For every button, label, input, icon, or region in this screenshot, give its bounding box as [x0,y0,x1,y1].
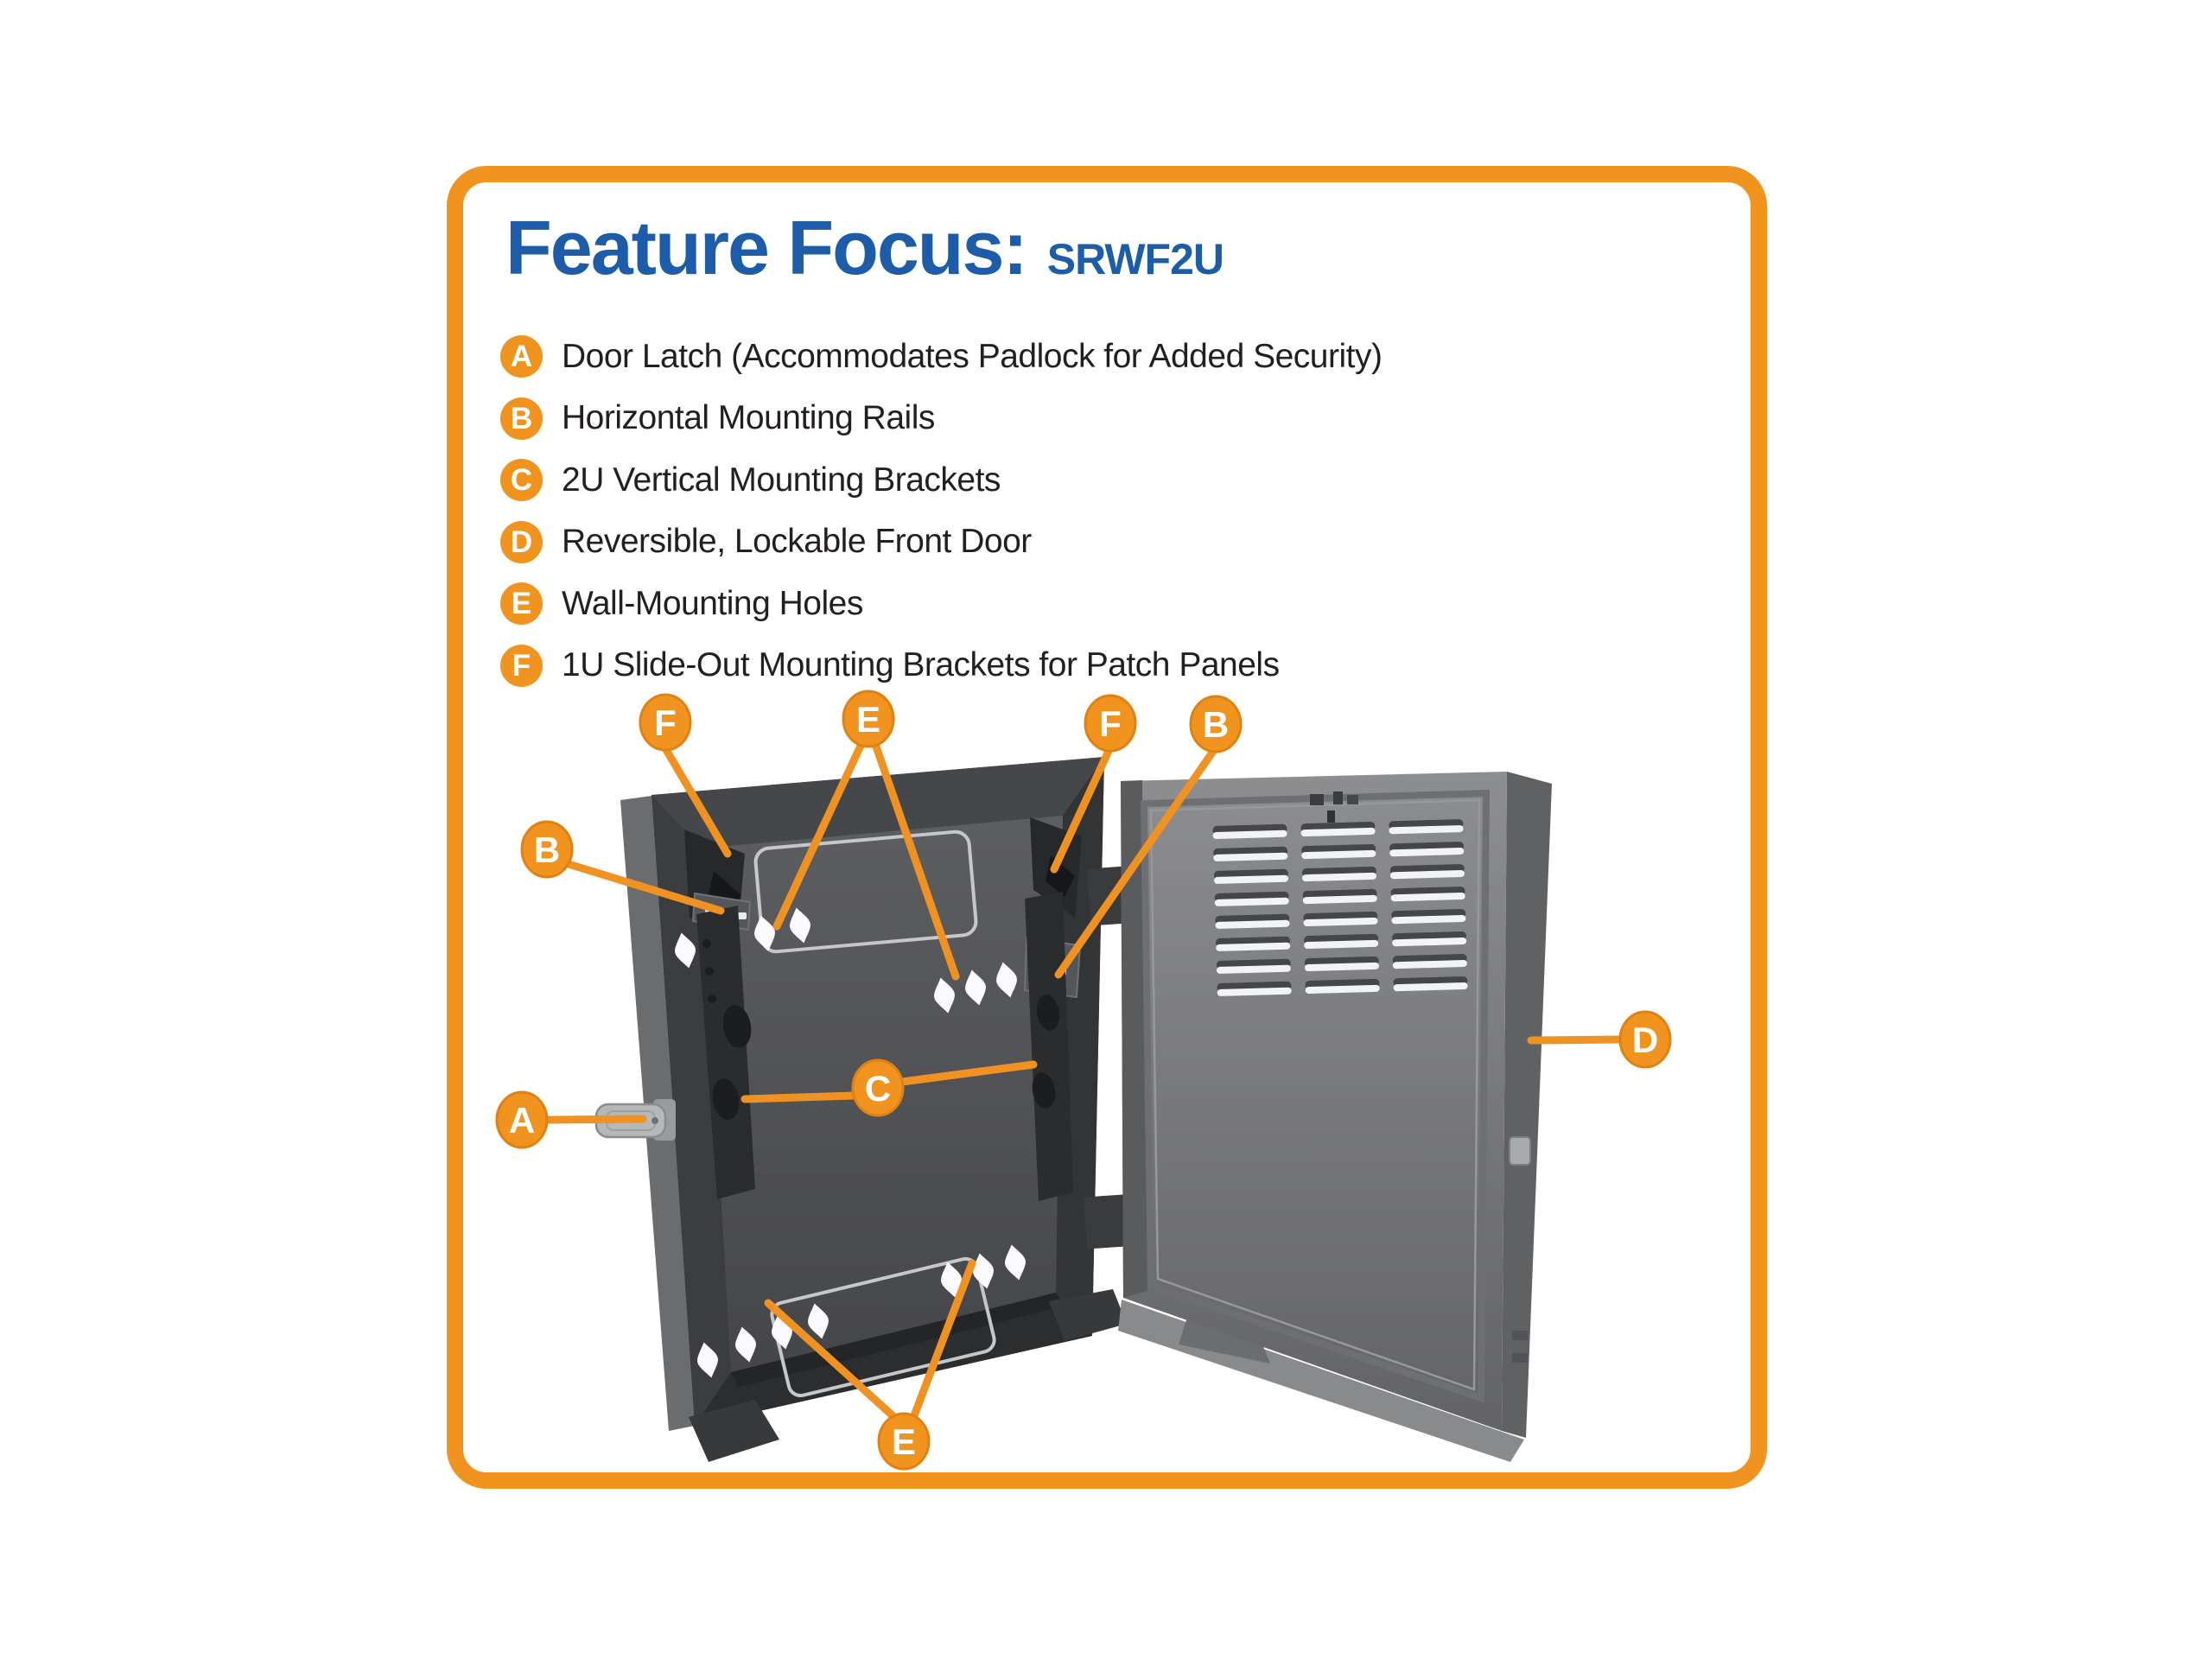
feature-item-e: E Wall-Mounting Holes [500,573,1382,635]
line-B-left [564,860,725,915]
line-C-b [898,1060,1038,1086]
feature-item-b: B Horizontal Mounting Rails [500,388,1382,450]
feature-badge-c: C [500,459,543,502]
callout-badge-E-bottom: E [877,1412,931,1471]
feature-badge-d: D [500,520,543,563]
feature-label-b: Horizontal Mounting Rails [562,399,935,437]
line-F-top-right [1050,745,1114,874]
svg-text:E: E [856,699,880,740]
callout-badge-E-top: E [842,690,895,748]
callout-badge-D: D [1618,1010,1672,1069]
line-E-bottom-a [764,1299,899,1422]
feature-label-d: Reversible, Lockable Front Door [562,523,1032,561]
callout-badge-B-top-right: B [1189,695,1243,753]
line-C-a [741,1091,858,1103]
line-B-top-right [1054,746,1218,979]
feature-item-c: C 2U Vertical Mounting Brackets [500,449,1382,512]
svg-text:E: E [892,1421,916,1462]
line-D [1527,1035,1624,1045]
feature-item-f: F 1U Slide-Out Mounting Brackets for Pat… [500,635,1382,697]
orange-border [447,166,1767,1489]
callout-badge-F-top-left: F [639,693,692,752]
door-lock-detail [1310,791,1358,823]
feature-badge-b: B [500,397,543,440]
line-E-bottom-b [909,1259,976,1422]
front-door [1118,772,1552,1462]
svg-text:F: F [654,702,677,743]
line-E-top-a [772,740,866,931]
vertical-bracket-left [696,906,755,1199]
feature-item-a: A Door Latch (Accommodates Padlock for A… [500,326,1382,388]
feature-label-f: 1U Slide-Out Mounting Brackets for Patch… [562,646,1280,684]
callout-badge-F-top-right: F [1084,694,1137,753]
page-title: Feature Focus: SRWF2U [505,210,1224,286]
title-text: Feature Focus: [505,205,1028,290]
svg-text:A: A [509,1100,535,1141]
svg-text:F: F [1099,703,1122,744]
svg-text:C: C [865,1068,891,1109]
line-E-top-b [871,740,960,981]
feature-label-a: Door Latch (Accommodates Padlock for Add… [562,337,1382,375]
callout-badge-C: C [851,1058,905,1117]
bottom-cable-cutout [770,1256,996,1398]
svg-text:B: B [534,830,560,870]
feature-badge-e: E [500,582,543,626]
svg-text:B: B [1203,704,1229,745]
callout-lines [543,740,1624,1422]
line-A [543,1115,647,1124]
frame-foot-right [1049,1289,1127,1341]
feature-item-d: D Reversible, Lockable Front Door [500,512,1382,574]
feature-badge-f: F [500,644,543,687]
door-latch-keeper [1509,1136,1531,1363]
line-F-top-left [661,744,732,858]
hinges [1083,866,1129,1249]
feature-label-e: Wall-Mounting Holes [562,584,863,622]
svg-text:D: D [1632,1020,1658,1060]
feature-badge-a: A [500,335,543,378]
feature-list: A Door Latch (Accommodates Padlock for A… [500,326,1382,696]
model-number: SRWF2U [1046,235,1224,283]
feature-label-c: 2U Vertical Mounting Brackets [562,461,1001,499]
callout-badges: F E F B B A C [495,690,1672,1471]
callout-badge-A: A [495,1090,549,1149]
callout-badge-B-left: B [520,820,574,879]
frame-foot-left [689,1400,779,1462]
top-cable-cutout [753,830,978,954]
